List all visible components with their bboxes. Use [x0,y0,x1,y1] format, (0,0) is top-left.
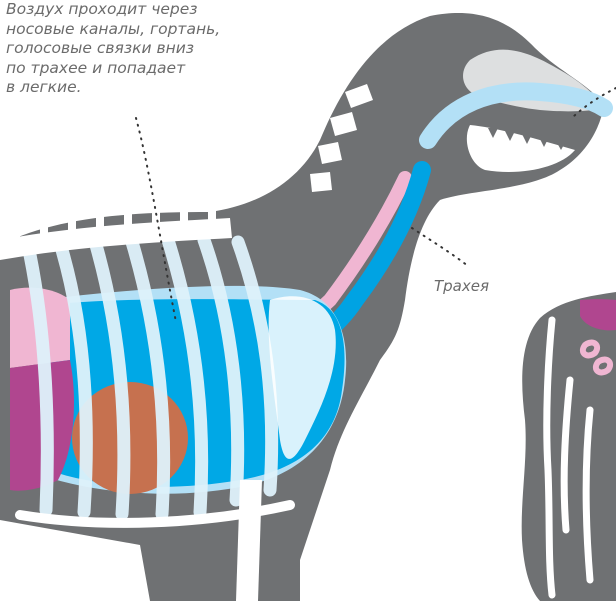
second-dog-silhouette [522,292,616,601]
caption-line-1: Воздух проходит через [6,0,306,20]
caption-line-3: голосовые связки вниз [6,39,306,59]
airway-description-caption: Воздух проходит через носовые каналы, го… [6,0,306,98]
leader-line-trachea [412,228,468,266]
caption-line-5: в легкие. [6,78,306,98]
caption-line-4: по трахее и попадает [6,59,306,79]
caption-line-2: носовые каналы, гортань, [6,20,306,40]
nose-detail [569,172,577,188]
trachea-label: Трахея [434,277,489,295]
foreleg-bone [236,480,262,601]
